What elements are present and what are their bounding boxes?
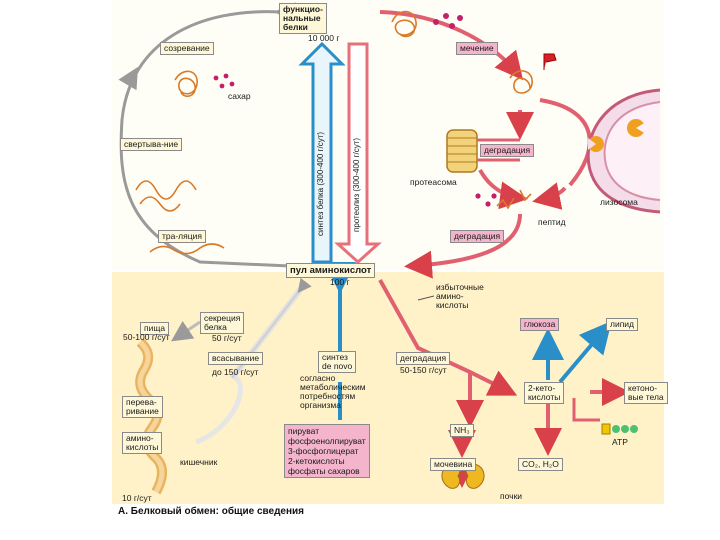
food-box: пища (140, 322, 170, 335)
glucose-box: глюкоза (520, 318, 560, 331)
amino-acids-box: амино- кислоты (122, 432, 163, 454)
degradation-lower-box: деградация (450, 230, 505, 243)
digestion-box: перева- ривание (122, 396, 163, 418)
cycle-left-path (119, 2, 296, 268)
keto-acids-box: 2-кето- кислоты (524, 382, 565, 404)
ketone-bodies-box: кетоно- вые тела (624, 382, 668, 404)
lipid-box: липид (606, 318, 639, 331)
proteolysis-big-arrow (334, 42, 382, 265)
labeling-box: мечение (456, 42, 498, 55)
synthesis-big-arrow (298, 41, 346, 264)
absorption-amount: до 150 г/сут (212, 367, 259, 377)
excretion-amount: 10 г/сут (122, 493, 152, 503)
pool-amount: 100 г (330, 277, 350, 287)
atp-icon (601, 423, 638, 435)
protein-coils (135, 10, 533, 255)
secretion-box: секреция белка (200, 312, 245, 334)
co2-h2o-box: CO₂, H₂O (518, 458, 563, 471)
lower-panel (112, 272, 664, 504)
degradation-amount: 50-150 г/сут (400, 365, 447, 375)
sugar-label: сахар (228, 91, 251, 101)
translation-box: тра-ляция (158, 230, 206, 243)
de-novo-box: синтез de novo (318, 351, 357, 373)
nh3-box: NH₃ (450, 424, 474, 437)
proteasome-icon (446, 129, 520, 173)
food-amount: 50-100 г/сут (123, 332, 170, 342)
maturation-box: созревание (160, 42, 214, 55)
degradation-mid-box: деградация (396, 352, 451, 365)
de-novo-note: согласно метаболическим потребностям орг… (300, 373, 366, 410)
proteolysis-arrow-label: протеолиз (300-400 г/сут) (352, 137, 361, 232)
atp-label: ATP (612, 437, 628, 447)
label-flag-icon (543, 53, 557, 70)
intestine-label: кишечник (180, 457, 218, 467)
figure-caption: А. Белковый обмен: общие сведения (118, 506, 305, 517)
excess-amino-label: избыточные амино- кислоты (436, 282, 484, 310)
proteasome-label: протеасома (410, 177, 457, 187)
precursors-box: пируват фосфоенолпируват 3-фосфоглицерат… (284, 424, 370, 478)
lysosome-label: лизосома (600, 197, 638, 207)
secretion-amount: 50 г/сут (212, 333, 242, 343)
sugar-dots (213, 13, 497, 207)
absorption-box: всасывание (208, 352, 264, 365)
functional-proteins-amount: 10 000 г (308, 33, 340, 43)
urea-box: мочевина (430, 458, 477, 471)
cycle-right-top (379, 10, 524, 81)
kidneys-label: почки (500, 491, 523, 501)
synthesis-arrow-label: синтез белка (300-400 г/сут) (316, 131, 325, 236)
folding-box: свертыва-ние (120, 138, 183, 151)
amino-pool-box: пул аминокислот (286, 263, 376, 278)
functional-proteins-box: функцио- нальные белки (279, 3, 327, 34)
peptide-label: пептид (538, 217, 566, 227)
degradation-proteasome-box: деградация (480, 144, 535, 157)
